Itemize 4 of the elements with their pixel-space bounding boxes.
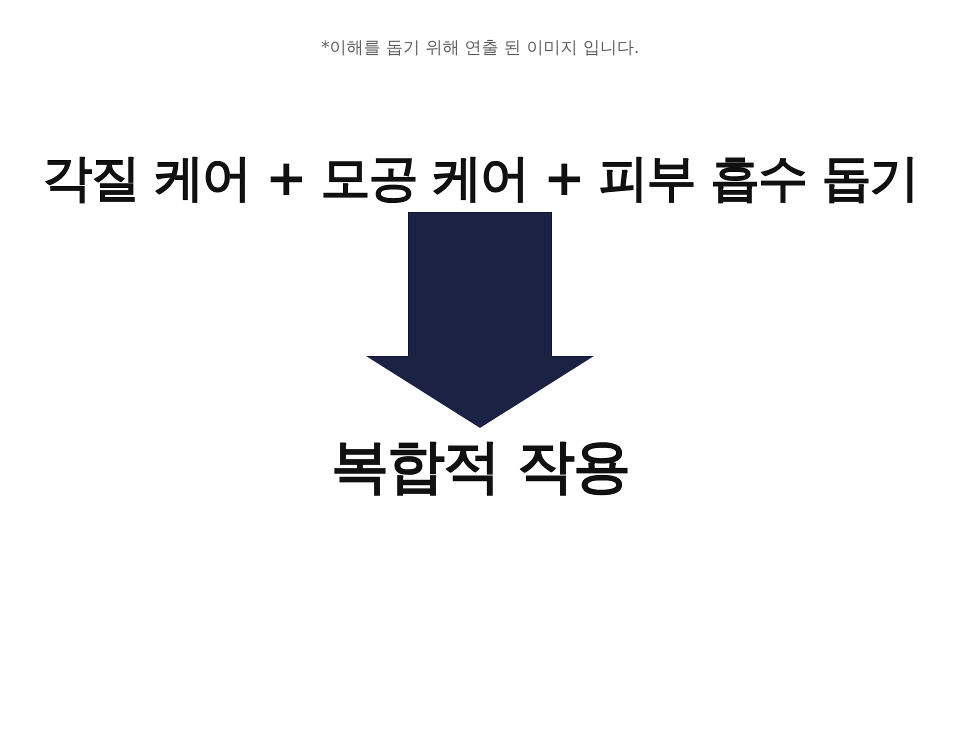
block-arrow — [366, 212, 594, 428]
note-text: *이해를 돕기 위해 연출 된 이미지 입니다. — [321, 37, 640, 59]
heading-text: 복합적 작용 — [331, 428, 630, 506]
heading-text: 각질 케어 + 모공 케어 + 피부 흡수 돕기 — [42, 145, 918, 212]
